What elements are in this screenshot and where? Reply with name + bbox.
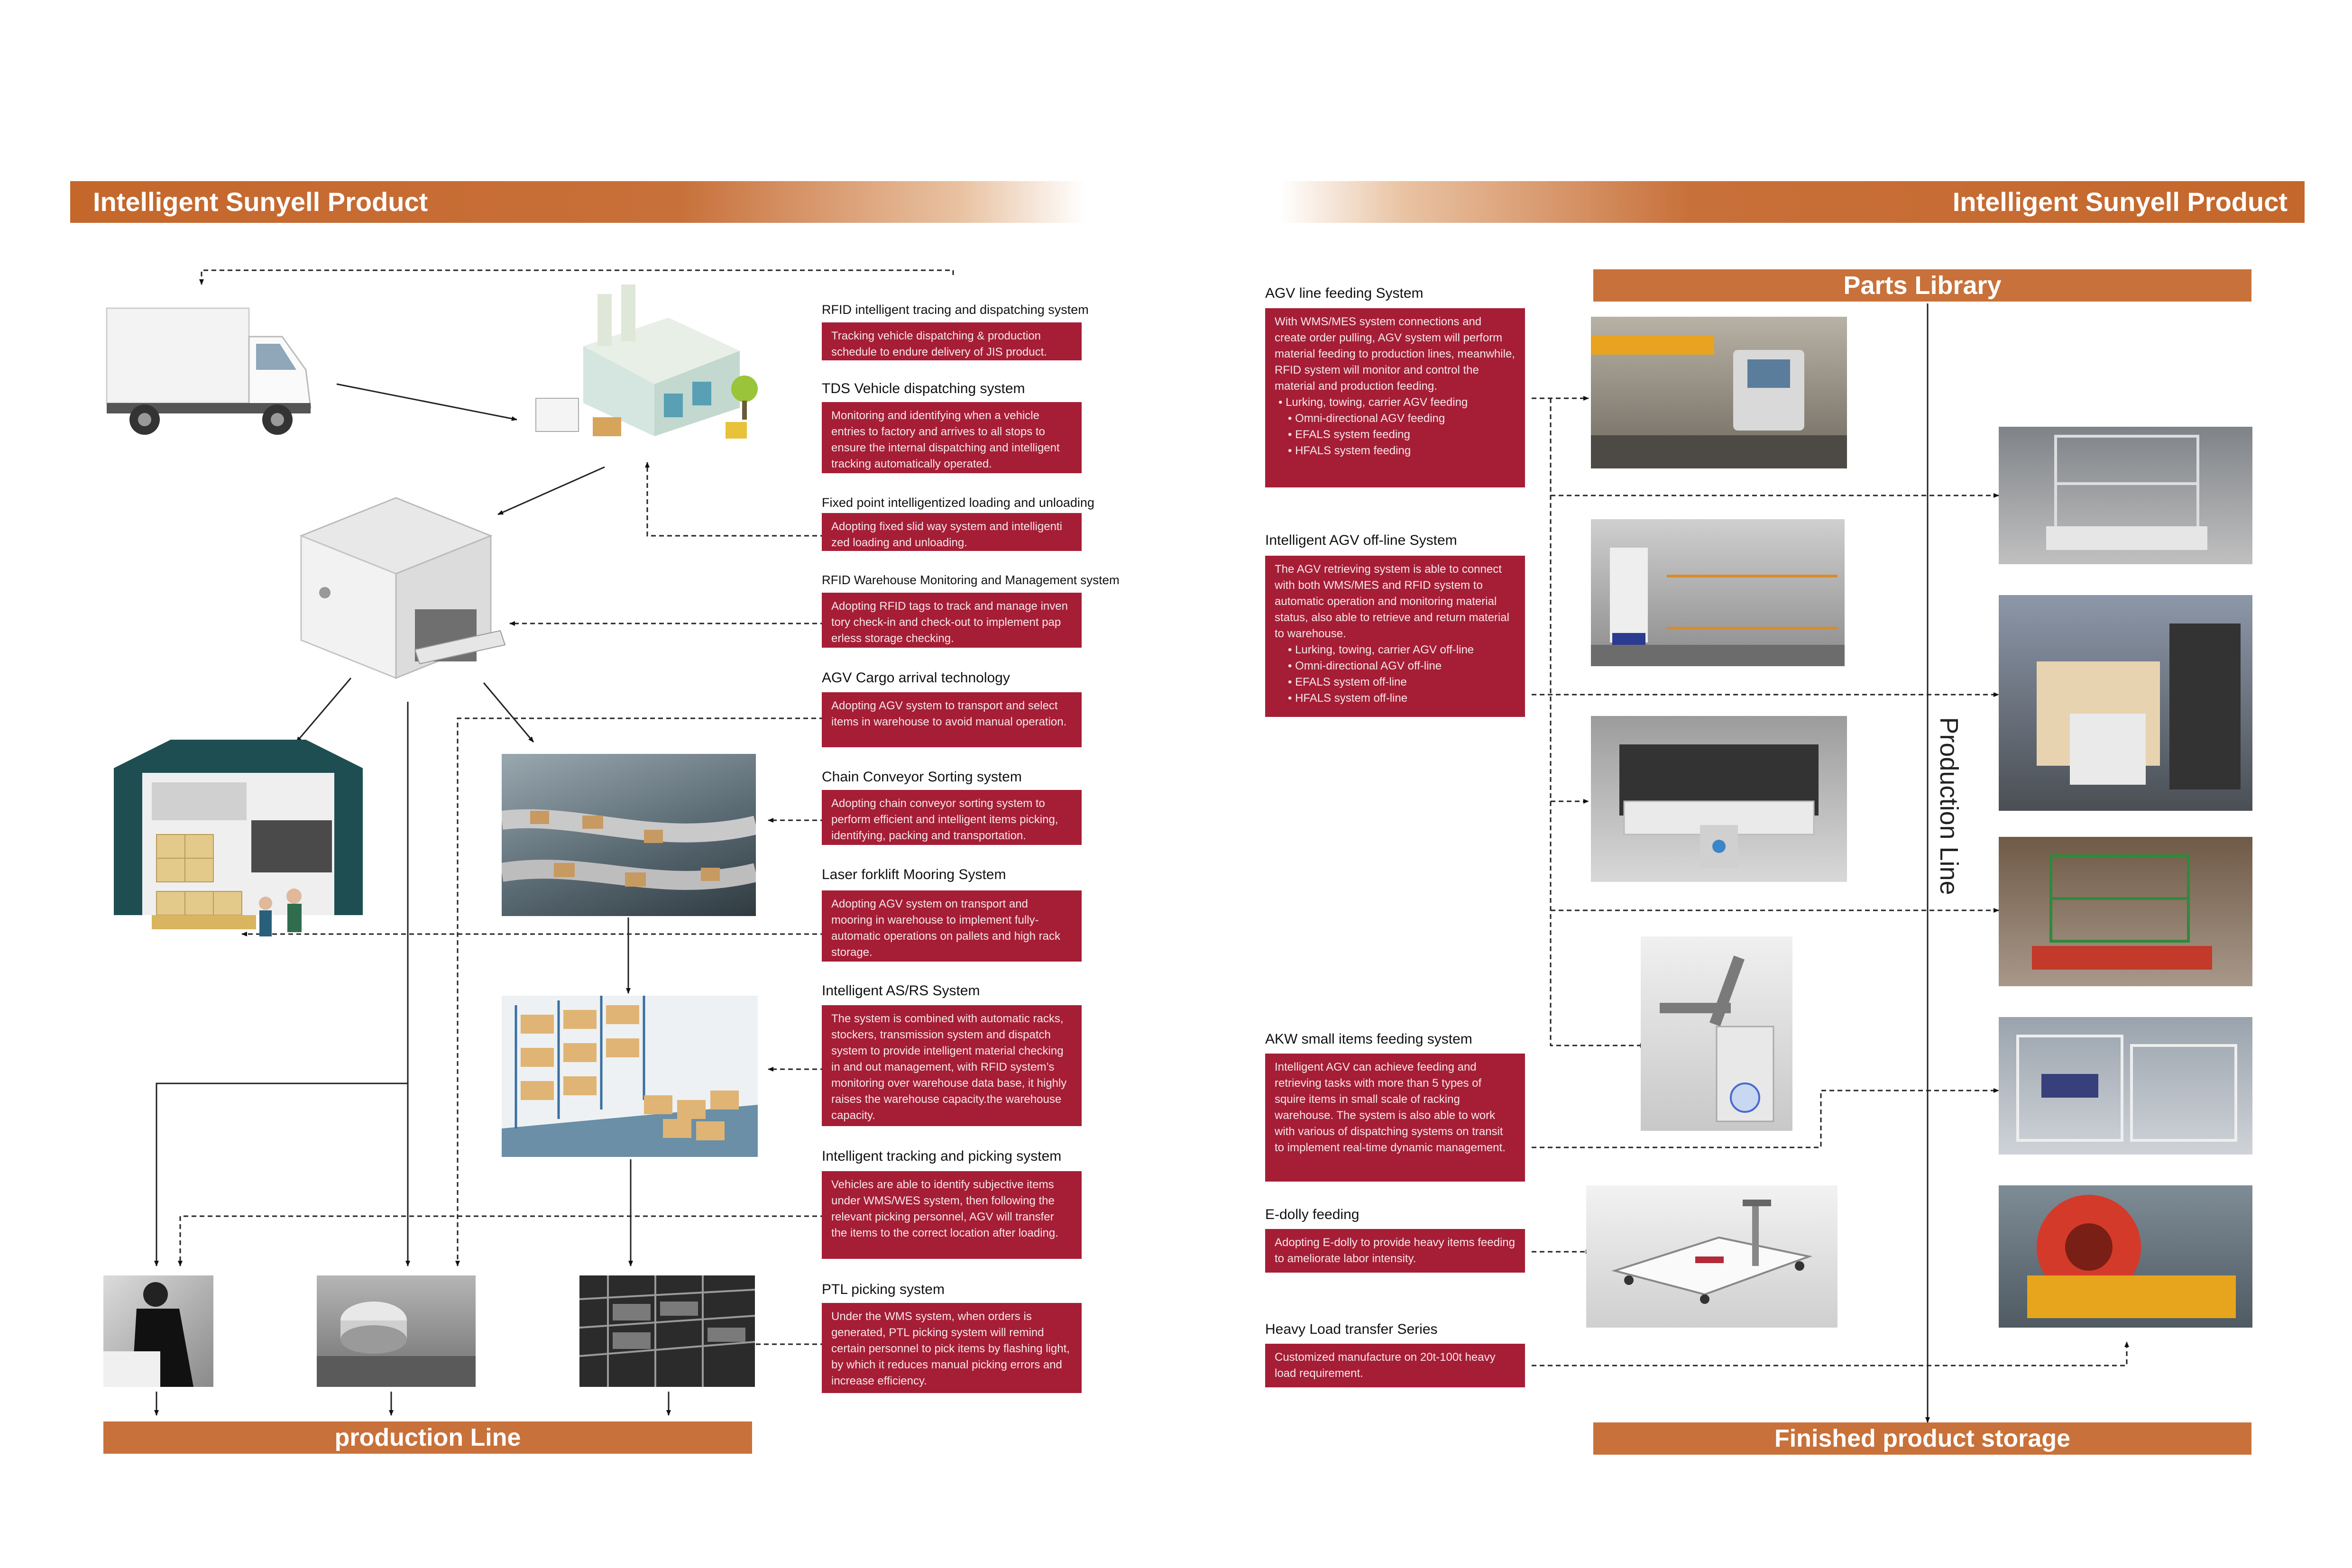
agv-photo-icon [317, 1275, 476, 1387]
left-section-header: Intelligent Sunyell Product [70, 181, 1085, 223]
conveyor-photo-icon [502, 754, 756, 916]
sys-asrs-title: Intelligent AS/RS System [822, 983, 980, 999]
sys-agv-offline-title: Intelligent AGV off-line System [1265, 532, 1457, 548]
line-feeding-photo-3-icon [1999, 837, 2252, 986]
sys-agv-cargo-desc: Adopting AGV system to transport and sel… [822, 692, 1082, 747]
sys-laser-forklift-title: Laser forklift Mooring System [822, 867, 1006, 882]
sys-rfid-tracing-desc: Tracking vehicle dispatching & productio… [822, 322, 1082, 360]
storage-shed-icon [114, 740, 363, 953]
sys-fixed-point-desc: Adopting fixed slid way system and intel… [822, 513, 1082, 551]
line-feeding-photo-4-icon [1999, 1017, 2252, 1155]
right-section-header: Intelligent Sunyell Product [1280, 181, 2305, 223]
sys-akw-desc: Intelligent AGV can achieve feeding and … [1265, 1054, 1525, 1182]
sys-fixed-point-title: Fixed point intelligentized loading and … [822, 495, 1094, 510]
sys-agv-line-feeding-desc: With WMS/MES system connections and crea… [1265, 308, 1525, 487]
offline-agv-photo-icon [1591, 519, 1845, 666]
sys-asrs-desc: The system is combined with automatic ra… [822, 1005, 1082, 1126]
sys-chain-conveyor-title: Chain Conveyor Sorting system [822, 769, 1022, 785]
sys-heavy-load-desc: Customized manufacture on 20t-100t heavy… [1265, 1344, 1525, 1387]
right-header-title: Intelligent Sunyell Product [1952, 187, 2288, 217]
sys-ptl-title: PTL picking system [822, 1282, 945, 1297]
shelf-photo-icon [579, 1275, 755, 1387]
heavy-load-agv-icon [1999, 1185, 2252, 1328]
sys-ptl-desc: Under the WMS system, when orders is gen… [822, 1303, 1082, 1393]
sys-laser-forklift-desc: Adopting AGV system on transport and moo… [822, 890, 1082, 962]
production-line-bar: production Line [103, 1421, 752, 1454]
truck-icon [102, 299, 320, 441]
sys-rfid-tracing-title: RFID intelligent tracing and dispatching… [822, 303, 1089, 317]
line-feeding-photo-1-icon [1999, 427, 2252, 564]
sys-agv-line-feeding-title: AGV line feeding System [1265, 285, 1424, 301]
robot-arm-icon [1641, 936, 1792, 1131]
left-header-title: Intelligent Sunyell Product [93, 187, 428, 217]
sys-edolly-desc: Adopting E-dolly to provide heavy items … [1265, 1229, 1525, 1273]
sys-chain-conveyor-desc: Adopting chain conveyor sorting system t… [822, 790, 1082, 845]
sys-agv-cargo-title: AGV Cargo arrival technology [822, 670, 1010, 686]
sys-akw-title: AKW small items feeding system [1265, 1031, 1472, 1047]
e-dolly-icon [1586, 1185, 1838, 1328]
sys-tds-desc: Monitoring and identifying when a vehicl… [822, 402, 1082, 473]
finished-storage-bar: Finished product storage [1593, 1422, 2251, 1455]
parts-library-bar: Parts Library [1593, 269, 2251, 302]
worker-photo-icon [103, 1275, 213, 1387]
factory-icon [526, 280, 763, 450]
sys-rfid-warehouse-desc: Adopting RFID tags to track and manage i… [822, 593, 1082, 648]
sys-tds-title: TDS Vehicle dispatching system [822, 381, 1025, 396]
sys-heavy-load-title: Heavy Load transfer Series [1265, 1321, 1438, 1337]
sys-edolly-title: E-dolly feeding [1265, 1207, 1360, 1222]
production-line-vertical-label: Production Line [1935, 717, 1963, 895]
sys-tracking-picking-title: Intelligent tracking and picking system [822, 1148, 1062, 1164]
agv-cart-photo-icon [1591, 317, 1847, 468]
omni-agv-photo-icon [1591, 716, 1847, 882]
line-feeding-photo-2-icon [1999, 595, 2252, 811]
sys-agv-offline-desc: The AGV retrieving system is able to con… [1265, 556, 1525, 717]
warehouse-building-icon [292, 488, 510, 688]
sys-tracking-picking-desc: Vehicles are able to identify subjective… [822, 1171, 1082, 1259]
asrs-rack-icon [502, 996, 758, 1157]
sys-rfid-warehouse-title: RFID Warehouse Monitoring and Management… [822, 573, 1120, 587]
